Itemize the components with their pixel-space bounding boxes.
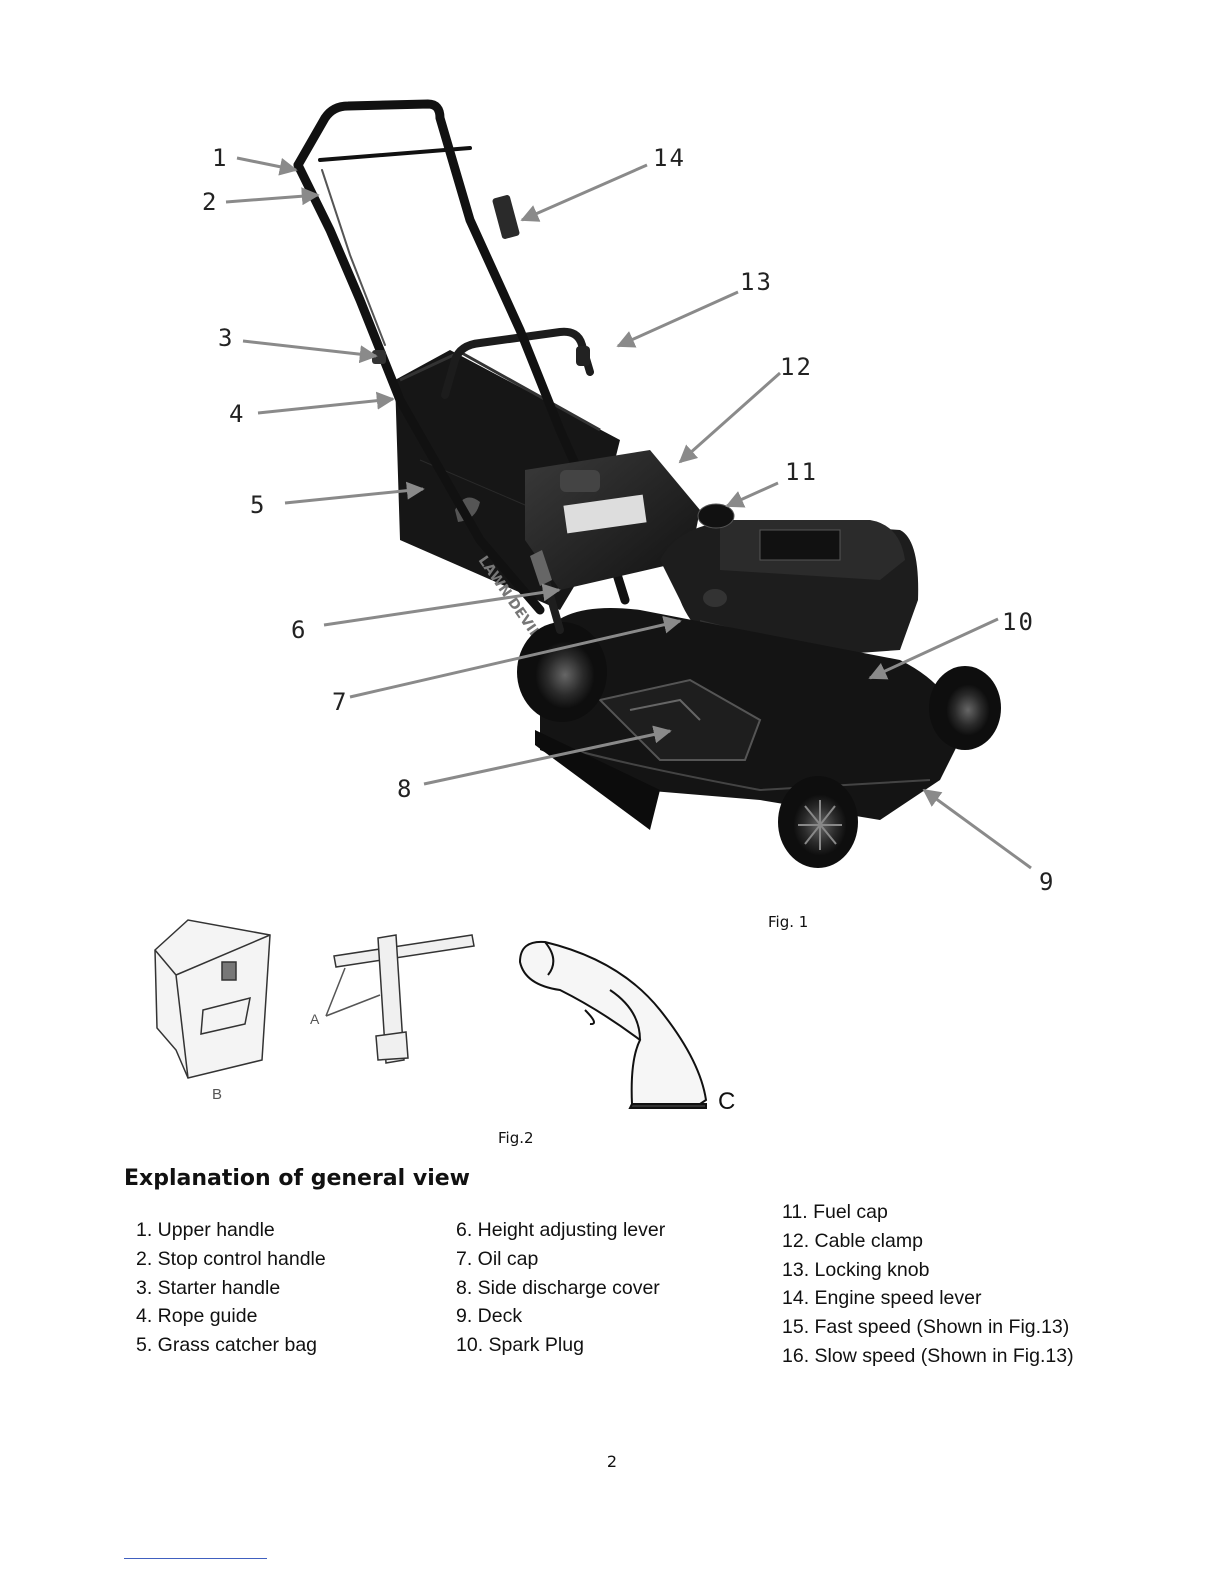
list-item: 9. Deck	[456, 1305, 523, 1328]
callout-1: 1	[212, 144, 229, 172]
label-b: B	[212, 1086, 223, 1103]
section-heading: Explanation of general view	[124, 1166, 470, 1191]
list-item: 12. Cable clamp	[782, 1229, 923, 1252]
list-item: 8. Side discharge cover	[456, 1276, 660, 1299]
figure-1-caption: Fig. 1	[768, 913, 809, 931]
list-item: 7. Oil cap	[456, 1247, 539, 1270]
list-item: 1. Upper handle	[136, 1219, 275, 1241]
callout-11: 11	[785, 458, 818, 486]
list-item: 13. Locking knob	[782, 1258, 930, 1281]
callout-5: 5	[250, 491, 267, 519]
callout-13: 13	[740, 268, 773, 296]
rear-left-wheel	[517, 622, 607, 722]
list-item: 11. Fuel cap	[782, 1201, 888, 1223]
parts-list-column-3: 11. Fuel cap 12. Cable clamp 13. Locking…	[782, 1198, 1074, 1371]
callout-14: 14	[653, 144, 686, 172]
callout-3: 3	[218, 324, 235, 352]
callout-12: 12	[780, 353, 813, 381]
list-item: 16. Slow speed (Shown in Fig.13)	[782, 1344, 1074, 1367]
mulching-plug-drawing	[154, 919, 271, 1079]
page-number: 2	[606, 1452, 618, 1471]
callout-4: 4	[229, 400, 246, 428]
list-item: 4. Rope guide	[136, 1305, 258, 1328]
spark-plug-wrench-drawing	[325, 934, 475, 1064]
accessories-illustration	[154, 919, 708, 1109]
list-item: 3. Starter handle	[136, 1276, 281, 1299]
callout-7: 7	[332, 688, 349, 716]
rear-right-wheel	[929, 666, 1001, 750]
handle-frame	[293, 99, 630, 615]
callout-2: 2	[202, 188, 219, 216]
list-item: 5. Grass catcher bag	[136, 1334, 318, 1357]
callout-9: 9	[1039, 868, 1056, 896]
label-c: C	[718, 1088, 736, 1115]
figure-2-caption: Fig.2	[498, 1129, 534, 1147]
label-a: A	[310, 1011, 320, 1027]
footnote-divider	[124, 1558, 267, 1559]
list-item: 15. Fast speed (Shown in Fig.13)	[782, 1316, 1070, 1339]
list-item: 10. Spark Plug	[456, 1334, 584, 1357]
list-item: 2. Stop control handle	[136, 1247, 326, 1270]
list-item: 6. Height adjusting lever	[456, 1219, 666, 1241]
callout-8: 8	[397, 775, 414, 803]
list-item: 14. Engine speed lever	[782, 1287, 982, 1310]
callout-6: 6	[291, 616, 308, 644]
side-discharge-chute-drawing	[518, 940, 708, 1109]
parts-list-column-2: 6. Height adjusting lever 7. Oil cap 8. …	[456, 1216, 665, 1360]
parts-list-column-1: 1. Upper handle 2. Stop control handle 3…	[136, 1216, 326, 1360]
lawn-mower-illustration: LAWN DEVIL	[225, 99, 1032, 870]
callout-10: 10	[1002, 608, 1035, 636]
front-wheel	[778, 776, 858, 868]
